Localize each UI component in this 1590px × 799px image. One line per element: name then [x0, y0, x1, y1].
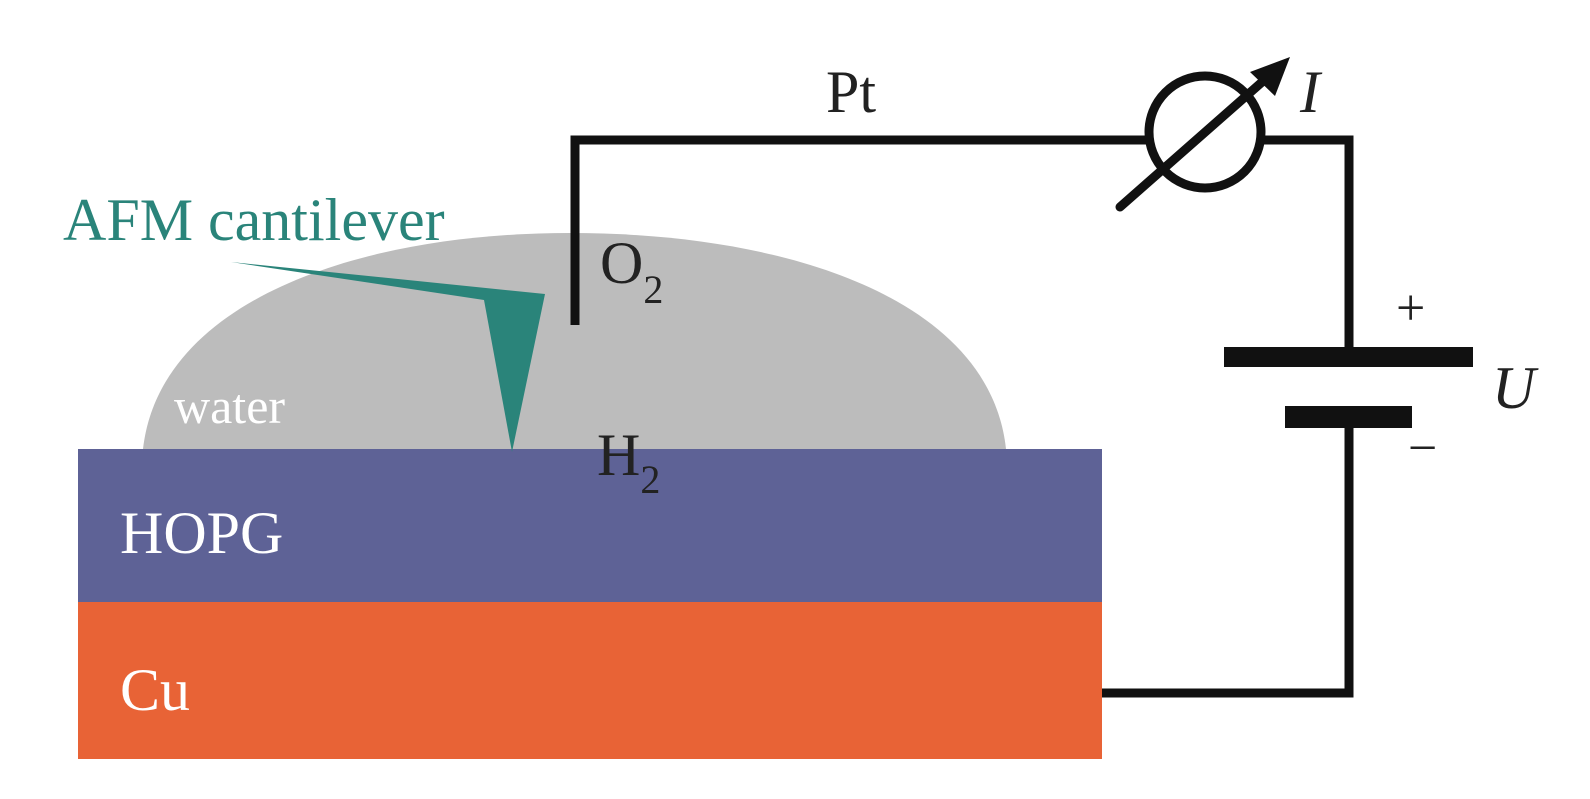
water-droplet: [143, 233, 1006, 449]
copper-layer: [78, 602, 1102, 759]
o2-base: O: [600, 230, 643, 296]
pt-electrode-wire: [570, 135, 1147, 325]
pt-label: Pt: [826, 59, 876, 125]
hopg-layer: [78, 449, 1102, 602]
cu-label: Cu: [120, 657, 190, 723]
afm-cantilever: [231, 262, 545, 452]
current-label: I: [1299, 59, 1323, 125]
minus-sign: −: [1408, 420, 1437, 477]
h2-base: H: [597, 422, 640, 488]
o2-subscript: 2: [643, 267, 663, 312]
circuit-wire-bottom: [1102, 420, 1354, 698]
voltage-label: U: [1492, 355, 1539, 421]
battery-icon: [1224, 347, 1473, 428]
battery-negative-plate: [1285, 406, 1412, 428]
ammeter-icon: [1115, 57, 1290, 212]
circuit-wire-top-right: [1262, 135, 1354, 350]
h2-label: H2: [597, 422, 660, 502]
water-label: water: [174, 378, 285, 434]
cantilever-label: AFM cantilever: [63, 187, 445, 253]
plus-sign: +: [1396, 280, 1425, 337]
h2-subscript: 2: [640, 457, 660, 502]
hopg-label: HOPG: [120, 500, 283, 566]
battery-positive-plate: [1224, 347, 1473, 367]
o2-label: O2: [600, 230, 663, 312]
